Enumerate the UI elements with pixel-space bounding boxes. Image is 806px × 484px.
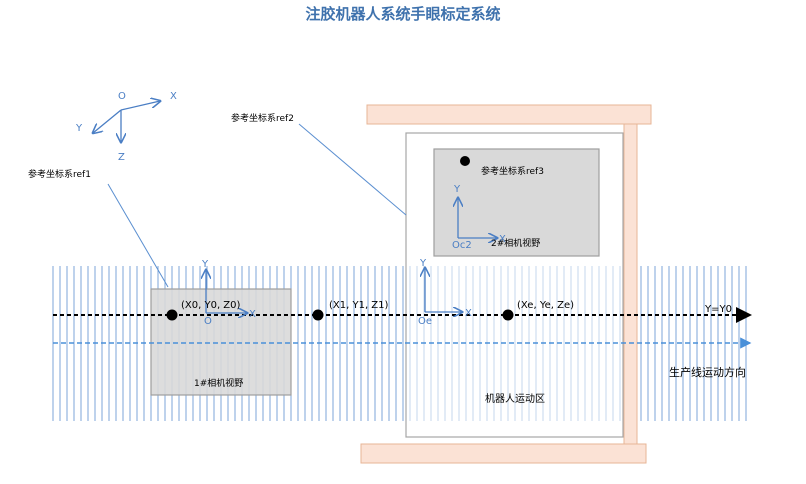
ref2-label: 参考坐标系ref2 [231,112,294,124]
gantry-bottom-bar [360,443,647,464]
gantry-right-column [623,123,638,445]
camera1-field-of-view [150,288,292,396]
ref1-callout-line [107,183,169,288]
camera2-frame-y-label: Y [453,184,461,195]
point-1-label: (X1, Y1, Z1) [329,300,389,311]
ref-frame-z-label: Z [118,152,125,163]
ref2-callout-line [298,123,407,216]
robot-frame: Y X Oe [418,258,472,327]
ref1-label: 参考坐标系ref1 [28,168,91,180]
reference-frame: O X Y Z [75,91,177,163]
gantry-top-bar [366,104,652,125]
ref-frame-y-label: Y [75,123,83,134]
camera1-frame-y-label: Y [201,259,209,270]
robot-frame-origin-label: Oe [418,316,432,327]
point-0-label: (X0, Y0, Z0) [181,300,241,311]
calibration-point-1 [312,309,324,321]
camera2-frame-origin-label: Oc2 [452,240,472,251]
ref3-label: 参考坐标系ref3 [481,165,544,177]
robot-frame-x-label: X [465,308,472,319]
camera1-frame-origin-label: O [204,316,212,327]
line-direction-label: 生产线运动方向 [669,365,746,379]
camera1-frame-x-label: X [249,309,256,320]
ref-frame-x-label: X [170,91,177,102]
camera2-label: 2#相机视野 [491,237,540,249]
diagram-title: 注胶机器人系统手眼标定系统 [305,5,501,23]
y-equals-label: Y=Y0 [704,304,732,315]
camera2-frame-x-label: X [499,234,506,245]
robot-frame-y-label: Y [419,258,427,269]
camera1-frame: Y X O [201,259,256,327]
camera1-label: 1#相机视野 [194,377,243,389]
camera2-frame: Y X Oc2 [452,184,506,251]
ref-frame-origin-label: O [118,91,126,102]
robot-zone-label: 机器人运动区 [485,392,545,405]
calibration-point-e [502,309,514,321]
calibration-point-0 [166,309,178,321]
point-e-label: (Xe, Ye, Ze) [517,300,574,311]
ref3-marker-point [460,156,470,166]
